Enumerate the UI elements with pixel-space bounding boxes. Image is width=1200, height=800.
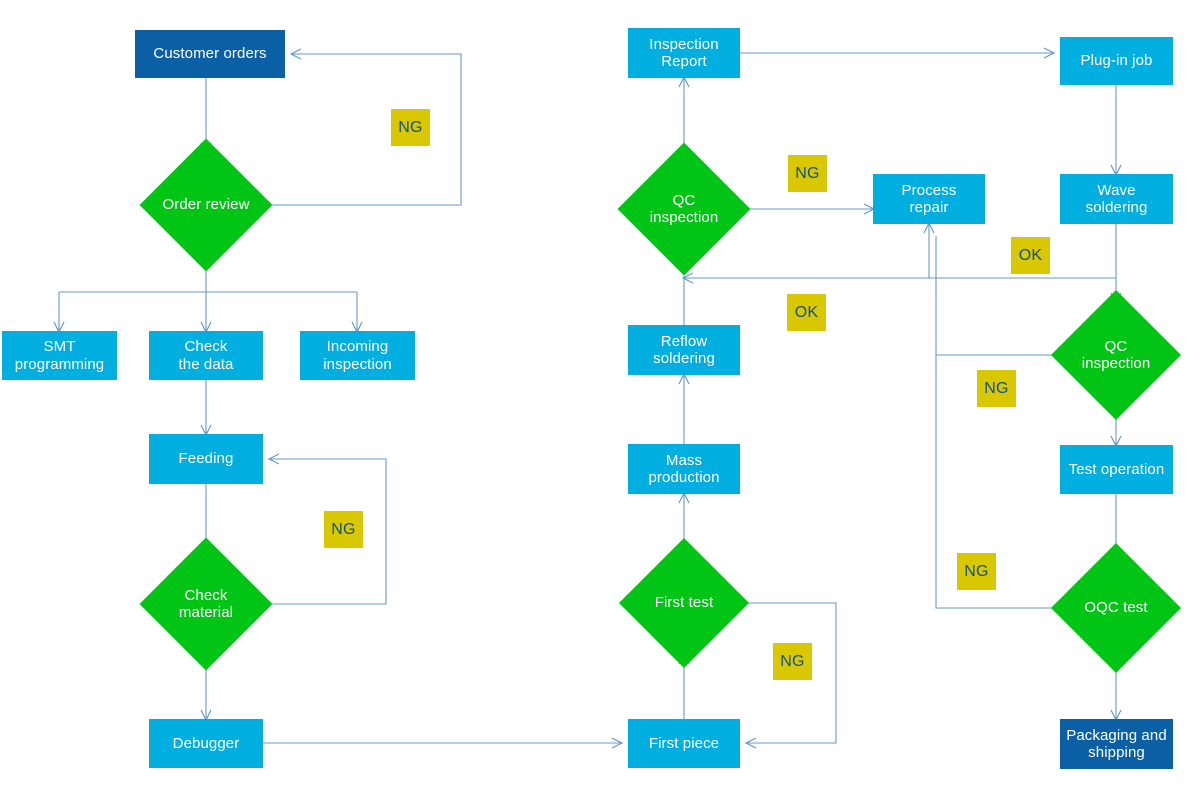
node-label: Plug-in job: [1080, 52, 1153, 70]
node-label: Check the data: [178, 338, 234, 373]
node-packaging-shipping[interactable]: Packaging and shipping: [1060, 719, 1173, 769]
decision-qc-inspection-2[interactable]: QC inspection: [1050, 289, 1182, 421]
node-plug-in-job[interactable]: Plug-in job: [1060, 37, 1173, 85]
node-label: Packaging and shipping: [1066, 726, 1167, 761]
node-reflow-soldering[interactable]: Reflow soldering: [628, 325, 740, 375]
node-smt-programming[interactable]: SMT programming: [2, 331, 117, 380]
node-label: Reflow soldering: [653, 332, 715, 367]
wire-order-review-ng-to-customer-orders: [272, 48, 462, 206]
decision-check-material[interactable]: Check material: [139, 537, 273, 671]
badge-ng-first-test: NG: [773, 643, 812, 680]
badge-ng-oqc: NG: [957, 553, 996, 590]
node-label: Order review: [162, 196, 250, 214]
node-label: OQC test: [1084, 599, 1148, 617]
node-label: Debugger: [172, 734, 240, 752]
node-label: First test: [654, 594, 714, 612]
node-label: Customer orders: [153, 45, 267, 63]
node-label: Mass production: [648, 451, 720, 486]
node-label: Process repair: [901, 181, 957, 216]
node-label: QC inspection: [1081, 337, 1151, 372]
badge-ng-check-material: NG: [324, 511, 363, 548]
node-check-the-data[interactable]: Check the data: [149, 331, 263, 380]
decision-order-review[interactable]: Order review: [139, 138, 273, 272]
badge-ok-qc1: OK: [787, 294, 826, 331]
node-label: Test operation: [1068, 460, 1165, 478]
node-label: Wave soldering: [1085, 181, 1148, 216]
node-mass-production[interactable]: Mass production: [628, 444, 740, 494]
node-label: Check material: [178, 586, 234, 621]
node-first-piece[interactable]: First piece: [628, 719, 740, 768]
node-label: First piece: [648, 734, 720, 752]
node-inspection-report[interactable]: Inspection Report: [628, 28, 740, 78]
node-label: Incoming inspection: [323, 338, 392, 373]
node-customer-orders[interactable]: Customer orders: [135, 30, 285, 78]
node-feeding[interactable]: Feeding: [149, 434, 263, 484]
badge-ng-qc1: NG: [788, 155, 827, 192]
node-label: SMT programming: [14, 338, 105, 373]
badge-ng-order-review: NG: [391, 109, 430, 146]
node-label: Feeding: [178, 450, 234, 468]
badge-ng-qc2: NG: [977, 370, 1016, 407]
node-test-operation[interactable]: Test operation: [1060, 445, 1173, 494]
decision-oqc-test[interactable]: OQC test: [1050, 542, 1182, 674]
node-label: Inspection Report: [649, 35, 719, 70]
badge-ok-wave: OK: [1011, 237, 1050, 274]
node-wave-soldering[interactable]: Wave soldering: [1060, 174, 1173, 224]
node-debugger[interactable]: Debugger: [149, 719, 263, 768]
decision-qc-inspection-1[interactable]: QC inspection: [617, 142, 751, 276]
node-label: QC inspection: [649, 191, 719, 226]
decision-first-test[interactable]: First test: [618, 537, 750, 669]
node-incoming-inspection[interactable]: Incoming inspection: [300, 331, 415, 380]
node-process-repair[interactable]: Process repair: [873, 174, 985, 224]
